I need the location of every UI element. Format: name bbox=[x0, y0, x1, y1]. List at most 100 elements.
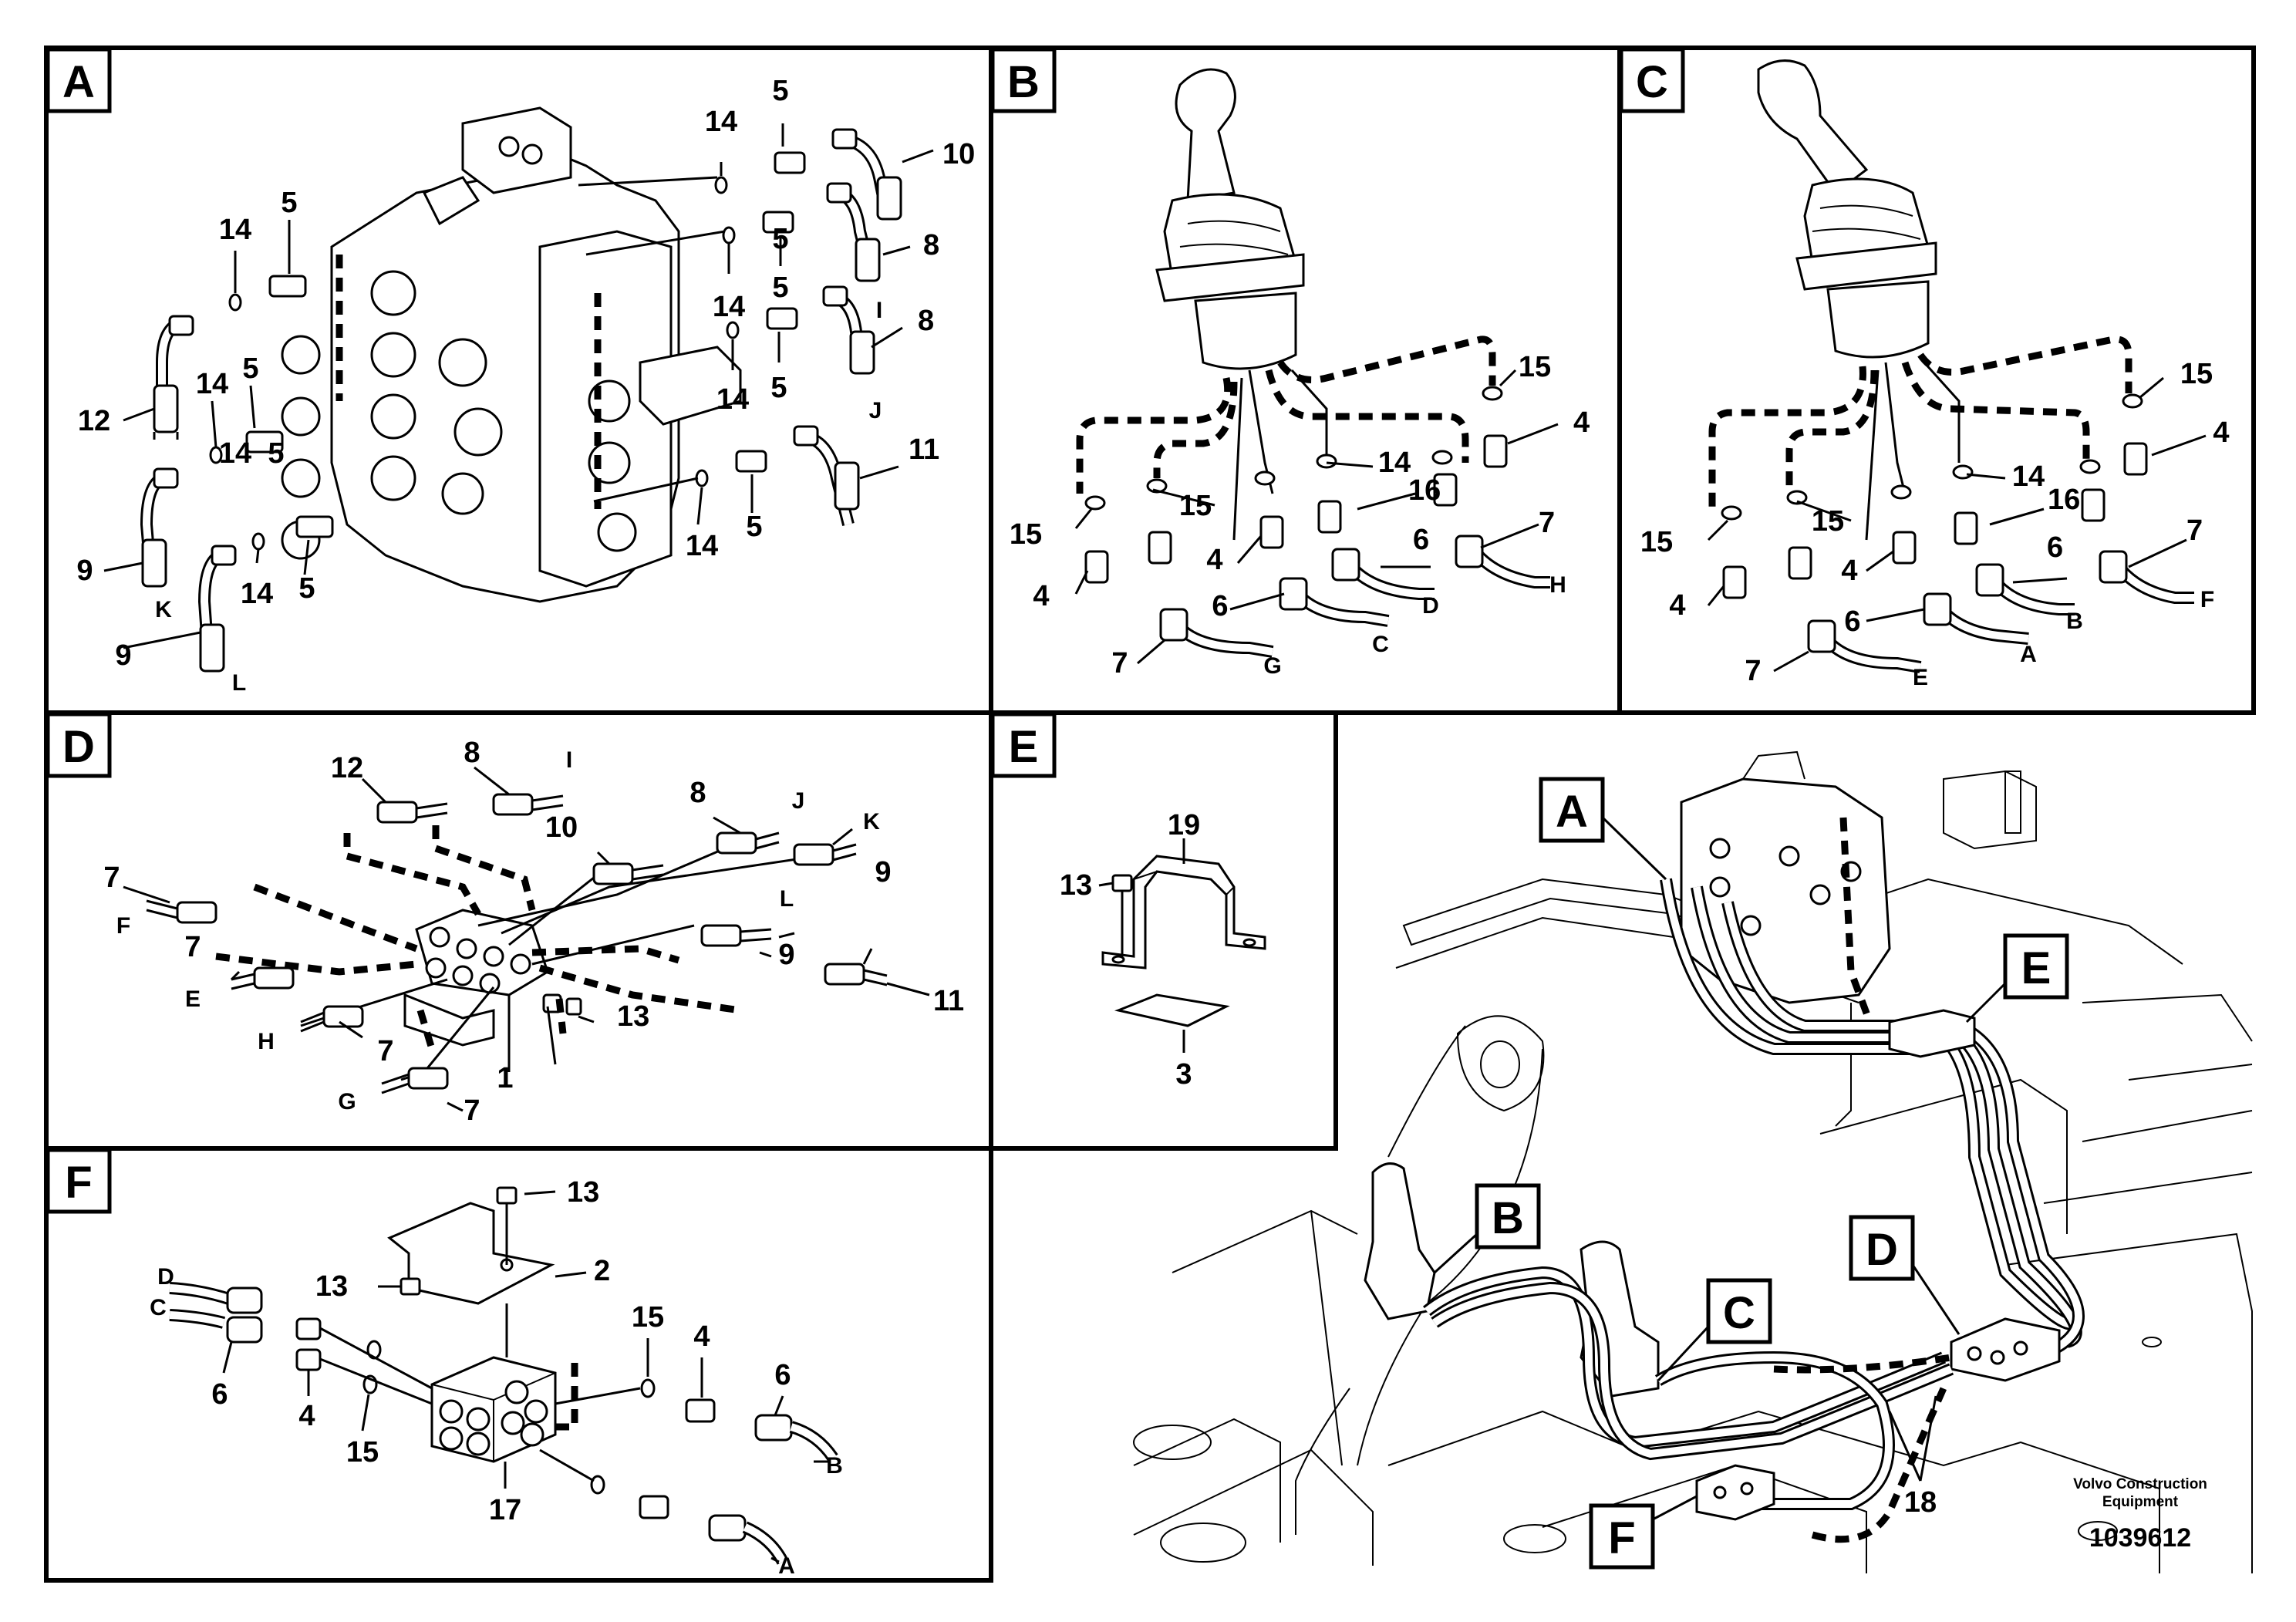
label-d-F: F bbox=[116, 913, 130, 939]
panel-d-badge: D bbox=[62, 722, 95, 772]
label-d-H: H bbox=[258, 1029, 275, 1054]
panel-a-hoses bbox=[140, 275, 334, 673]
label-f-17: 17 bbox=[489, 1494, 521, 1526]
company-name-line1: Volvo Construction bbox=[2073, 1476, 2207, 1492]
panel-c-badge: C bbox=[1636, 57, 1668, 107]
panel-d: D bbox=[46, 712, 964, 1127]
label-c-14: 14 bbox=[2012, 460, 2045, 493]
label-d-K: K bbox=[863, 809, 880, 835]
label-c-15: 15 bbox=[1640, 526, 1673, 558]
label-a-14b: 14 bbox=[219, 437, 251, 470]
label-f-6: 6 bbox=[211, 1378, 228, 1411]
label-f-C: C bbox=[150, 1295, 167, 1320]
label-a-I: I bbox=[876, 298, 882, 323]
label-e-13: 13 bbox=[1060, 869, 1092, 902]
label-a-5: 5 bbox=[772, 75, 788, 107]
label-a-5: 5 bbox=[746, 511, 762, 543]
label-a-5b: 5 bbox=[268, 437, 284, 470]
label-d-E: E bbox=[185, 986, 201, 1012]
label-b-G: G bbox=[1263, 653, 1281, 679]
label-d-J: J bbox=[792, 788, 805, 814]
label-c-B: B bbox=[2066, 609, 2083, 634]
label-d-9: 9 bbox=[778, 939, 794, 971]
label-c-7: 7 bbox=[1745, 655, 1761, 687]
overview-label-18: 18 bbox=[1904, 1486, 1937, 1519]
overview-callout-f: F bbox=[1608, 1513, 1635, 1563]
joystick-left bbox=[1155, 68, 1305, 370]
panel-f-badge: F bbox=[65, 1158, 92, 1208]
label-a-14: 14 bbox=[686, 530, 718, 562]
overview-callout-b: B bbox=[1492, 1193, 1524, 1243]
label-c-15: 15 bbox=[1812, 505, 1844, 538]
label-c-16: 16 bbox=[2048, 484, 2080, 516]
panel-a-hoses-right bbox=[578, 128, 902, 526]
overview-callout-d: D bbox=[1866, 1225, 1898, 1275]
label-a-11: 11 bbox=[909, 433, 939, 466]
label-c-4: 4 bbox=[1841, 555, 1857, 587]
label-d-7: 7 bbox=[184, 931, 201, 963]
label-b-7: 7 bbox=[1111, 647, 1128, 679]
label-f-D: D bbox=[157, 1264, 174, 1290]
label-c-F: F bbox=[2200, 587, 2214, 612]
label-c-7: 7 bbox=[2186, 514, 2203, 547]
label-d-8: 8 bbox=[464, 737, 480, 769]
machine-overview: A E B D C F 18 bbox=[1133, 750, 2253, 1573]
label-e-3: 3 bbox=[1175, 1058, 1192, 1091]
label-b-15: 15 bbox=[1179, 490, 1212, 522]
label-a-J: J bbox=[869, 398, 882, 423]
panel-a-leaders bbox=[103, 123, 934, 649]
overview-callout-a: A bbox=[1556, 787, 1588, 837]
label-a-5: 5 bbox=[772, 271, 788, 304]
panel-d-fittings bbox=[146, 793, 888, 1094]
label-f-B: B bbox=[826, 1453, 843, 1479]
panel-e-badge: E bbox=[1009, 722, 1039, 772]
label-b-D: D bbox=[1422, 593, 1439, 619]
label-a-5: 5 bbox=[242, 352, 258, 385]
label-a-14: 14 bbox=[241, 578, 273, 610]
label-f-2: 2 bbox=[594, 1255, 610, 1287]
label-f-A: A bbox=[778, 1553, 795, 1579]
panel-b-fittings bbox=[1084, 386, 1550, 658]
junction-block-17 bbox=[430, 1356, 557, 1463]
label-b-C: C bbox=[1372, 632, 1389, 657]
label-a-5: 5 bbox=[772, 223, 788, 255]
panel-f: F bbox=[46, 1148, 843, 1579]
label-c-15: 15 bbox=[2180, 358, 2213, 390]
label-a-9: 9 bbox=[76, 555, 93, 587]
panel-a: A bbox=[46, 47, 975, 696]
label-d-7: 7 bbox=[103, 862, 120, 894]
label-e-19: 19 bbox=[1168, 809, 1200, 841]
label-f-13: 13 bbox=[567, 1176, 599, 1209]
label-b-14: 14 bbox=[1378, 447, 1411, 479]
panel-c-fittings bbox=[1721, 393, 2194, 673]
label-f-4: 4 bbox=[298, 1400, 315, 1432]
label-a-14: 14 bbox=[219, 214, 251, 246]
label-c-4: 4 bbox=[2213, 416, 2229, 449]
panel-e: E 19 13 3 bbox=[990, 712, 1266, 1091]
label-a-K: K bbox=[155, 597, 172, 622]
panel-frames bbox=[44, 46, 2256, 1583]
label-b-15: 15 bbox=[1010, 518, 1042, 551]
label-d-12: 12 bbox=[331, 752, 363, 784]
label-a-14: 14 bbox=[713, 291, 745, 323]
label-a-9: 9 bbox=[115, 639, 131, 672]
label-d-7: 7 bbox=[464, 1094, 480, 1127]
label-b-4: 4 bbox=[1573, 406, 1590, 439]
label-d-1: 1 bbox=[497, 1062, 513, 1094]
panel-b-badge: B bbox=[1007, 57, 1040, 107]
label-a-14: 14 bbox=[716, 383, 749, 416]
joystick-right bbox=[1757, 59, 1937, 359]
label-f-6: 6 bbox=[774, 1359, 791, 1391]
label-a-12: 12 bbox=[78, 405, 110, 437]
label-c-6: 6 bbox=[2047, 531, 2063, 564]
manifold-block bbox=[403, 909, 562, 1047]
label-c-4: 4 bbox=[1669, 589, 1685, 622]
label-a-5: 5 bbox=[298, 572, 315, 605]
label-a-14: 14 bbox=[196, 368, 228, 400]
label-c-6: 6 bbox=[1844, 605, 1860, 638]
label-d-G: G bbox=[338, 1089, 356, 1114]
label-c-A: A bbox=[2020, 642, 2037, 667]
label-b-6: 6 bbox=[1413, 524, 1429, 556]
company-name-line2: Equipment bbox=[2102, 1494, 2179, 1510]
label-d-I: I bbox=[566, 747, 572, 773]
